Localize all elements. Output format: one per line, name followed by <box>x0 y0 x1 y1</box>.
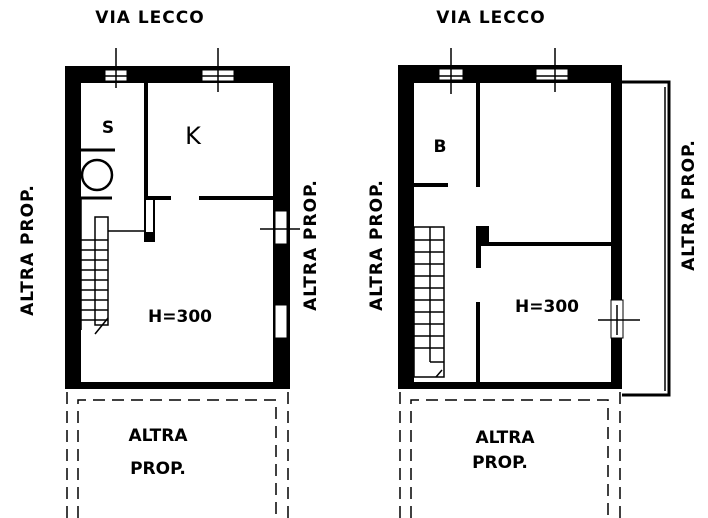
neighbor-area-label-line1: ALTRA <box>475 428 535 448</box>
neighbor-label-left: ALTRA PROP. <box>18 184 38 316</box>
room-label-bath: S <box>102 118 114 138</box>
left-floor-plan: S K H=300 <box>65 48 300 389</box>
street-label-left: VIA LECCO <box>95 8 204 28</box>
neighbor-label-right: ALTRA PROP. <box>679 139 699 271</box>
staircase <box>80 198 109 335</box>
neighbor-label-right-left: ALTRA PROP. <box>367 179 387 311</box>
window <box>274 210 288 245</box>
window <box>535 68 569 81</box>
neighbor-area-left <box>66 392 289 518</box>
neighbor-area-label-line1: ALTRA <box>128 426 188 446</box>
neighbor-area-label-line2: PROP. <box>130 459 186 479</box>
balcony <box>622 80 671 397</box>
room-label-bath: B <box>434 137 447 157</box>
neighbor-area-right <box>399 392 621 518</box>
fixture-icon <box>80 158 114 192</box>
ceiling-height-label: H=300 <box>515 297 579 317</box>
street-label-right: VIA LECCO <box>436 8 545 28</box>
right-floor-plan: B H=300 <box>398 48 671 397</box>
window <box>274 304 288 339</box>
ceiling-height-label: H=300 <box>148 307 212 327</box>
staircase <box>413 226 445 378</box>
left-outer-walls <box>65 66 290 389</box>
neighbor-area-label-line2: PROP. <box>472 453 528 473</box>
neighbor-label-left-right: ALTRA PROP. <box>301 179 321 311</box>
room-label-kitchen: K <box>185 122 202 150</box>
